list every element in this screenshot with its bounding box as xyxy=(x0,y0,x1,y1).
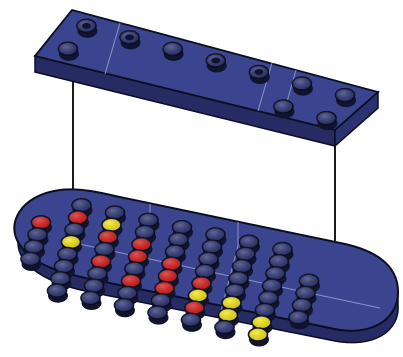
hollow-stud xyxy=(249,66,270,85)
blue-stud xyxy=(48,284,69,303)
blue-stud xyxy=(182,313,203,332)
stud xyxy=(317,112,338,131)
blue-stud xyxy=(289,311,310,330)
blue-stud xyxy=(115,299,136,318)
stud xyxy=(292,77,313,96)
yellow-stud xyxy=(249,328,270,347)
stud xyxy=(336,89,357,108)
hollow-stud xyxy=(206,54,227,73)
stud xyxy=(274,100,295,119)
blue-stud xyxy=(81,292,102,311)
stud xyxy=(163,42,184,61)
upper-plate xyxy=(35,10,378,146)
base-plate xyxy=(14,189,398,346)
hollow-stud xyxy=(77,19,98,38)
blue-stud xyxy=(148,306,169,325)
blue-stud xyxy=(215,321,236,340)
blue-stud xyxy=(21,253,42,272)
stud xyxy=(58,42,79,61)
hollow-stud xyxy=(120,31,141,50)
